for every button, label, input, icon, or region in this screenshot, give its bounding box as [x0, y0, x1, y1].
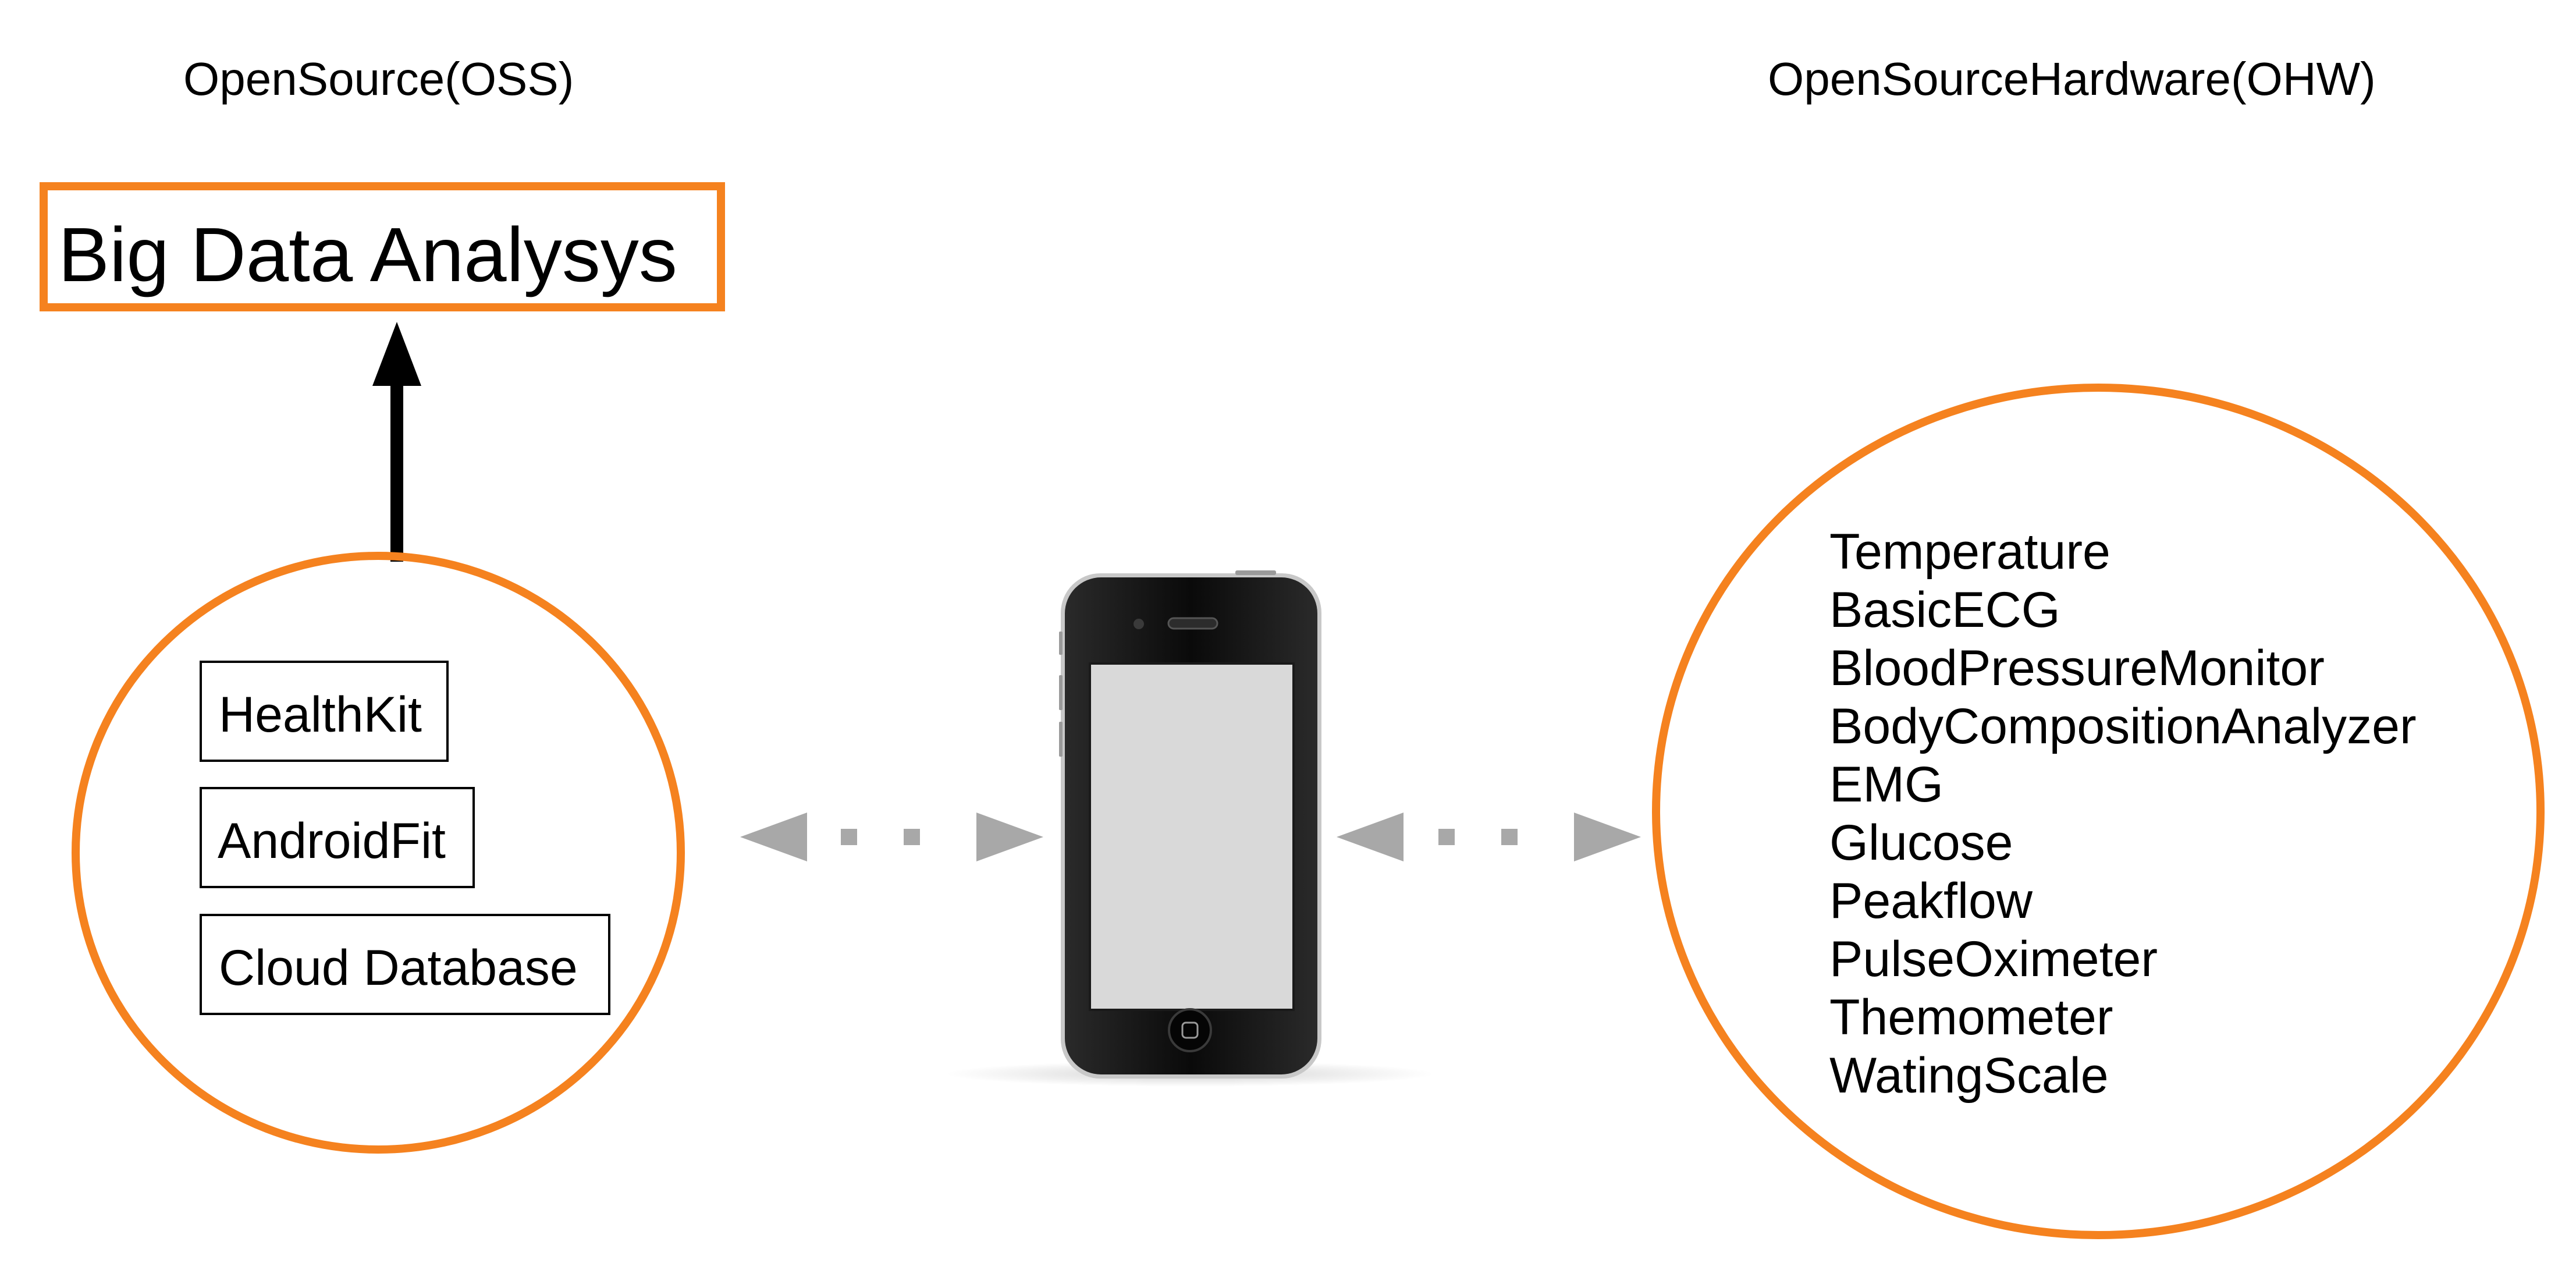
- phone-screen: [1089, 662, 1295, 1011]
- oss-item-box: [200, 661, 449, 762]
- list-item: Glucose: [1829, 815, 2013, 871]
- list-item: EMG: [1829, 757, 1943, 813]
- ohw-circle: [1652, 384, 2545, 1239]
- oss-item-box: [200, 787, 475, 888]
- list-item: Peakflow: [1829, 873, 2033, 929]
- ohw-heading: OpenSourceHardware(OHW): [1768, 53, 2376, 105]
- arrow-up-icon: [372, 322, 421, 562]
- ohw-sensor-list: Temperature BasicECG BloodPressureMonito…: [1829, 523, 2417, 1105]
- list-item: PulseOximeter: [1829, 931, 2158, 987]
- list-item: WatingScale: [1829, 1048, 2109, 1104]
- list-item: BodyCompositionAnalyzer: [1829, 698, 2417, 754]
- oss-item-label: HealthKit: [219, 687, 422, 743]
- list-item: Temperature: [1829, 524, 2110, 580]
- analysis-box-label: Big Data Analysys: [58, 212, 677, 297]
- dotted-double-arrow-icon: [740, 813, 1043, 861]
- oss-item-label: Cloud Database: [219, 940, 578, 996]
- oss-item-box: [200, 914, 610, 1015]
- oss-item-label: AndroidFit: [218, 813, 446, 869]
- oss-heading: OpenSource(OSS): [183, 53, 574, 105]
- list-item: Themometer: [1829, 989, 2113, 1045]
- oss-circle: [72, 552, 685, 1154]
- dotted-double-arrow-icon: [1337, 813, 1641, 861]
- analysis-box: [40, 182, 725, 311]
- smartphone-icon: [946, 570, 1434, 1087]
- list-item: BloodPressureMonitor: [1829, 640, 2325, 696]
- list-item: BasicECG: [1829, 582, 2060, 638]
